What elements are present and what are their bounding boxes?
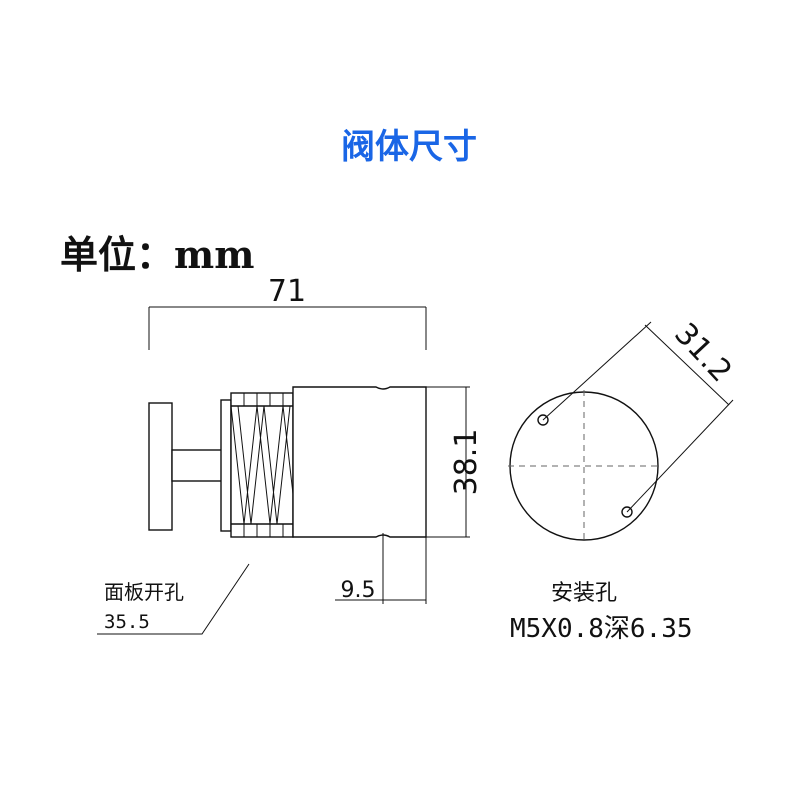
valve-body bbox=[292, 386, 427, 538]
mounting-hole-label: 安装孔 bbox=[551, 581, 617, 606]
overall-length-value: 71 bbox=[268, 274, 306, 309]
panel-cutout-label: 面板开孔 bbox=[104, 580, 184, 604]
overall-length-dimension: 71 bbox=[148, 274, 427, 350]
threaded-section bbox=[220, 392, 294, 538]
knob-flange bbox=[148, 402, 173, 531]
side-view: 71 38.1 bbox=[97, 274, 484, 635]
mounting-hole-spec: M5X0.8深6.35 bbox=[510, 614, 693, 644]
front-view: 31.2 安装孔 M5X0.8深6.35 bbox=[508, 316, 738, 644]
hole-spacing-value: 31.2 bbox=[667, 316, 738, 389]
panel-cutout-value: 35.5 bbox=[104, 611, 150, 633]
page-title: 阀体尺寸 bbox=[341, 127, 477, 167]
offset-dimension: 9.5 bbox=[335, 533, 427, 604]
offset-value: 9.5 bbox=[341, 578, 376, 603]
body-diameter-dimension: 38.1 bbox=[426, 386, 484, 538]
unit-label: 单位：mm bbox=[60, 232, 254, 277]
valve-stem bbox=[171, 449, 224, 482]
body-diameter-value: 38.1 bbox=[449, 429, 484, 496]
panel-cutout-callout: 面板开孔 35.5 bbox=[97, 563, 250, 635]
